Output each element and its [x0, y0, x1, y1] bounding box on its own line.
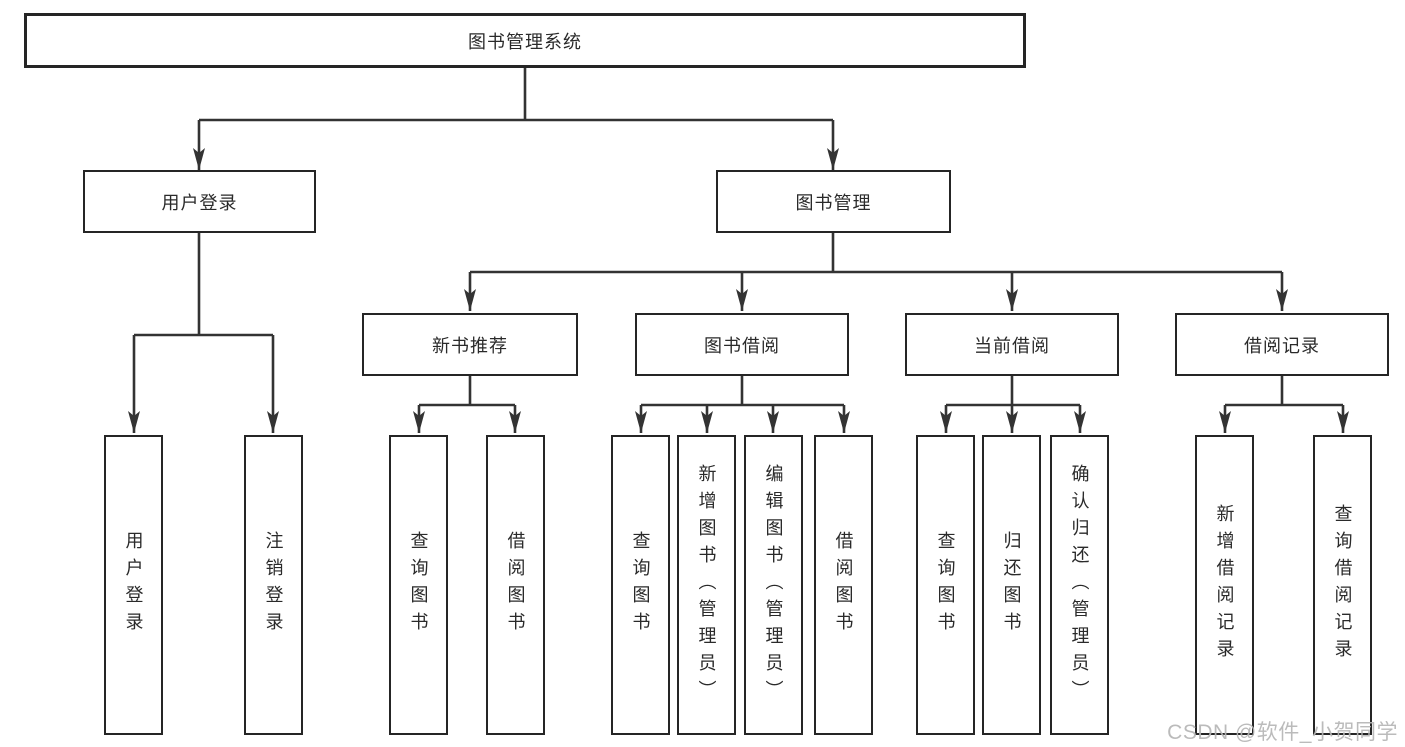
- node-book-borrow: 图书借阅: [635, 313, 849, 376]
- connector-root-to-level2: [193, 68, 839, 170]
- leaf-borrow-books: 借阅图书: [814, 435, 873, 735]
- leaf-logout: 注销登录: [244, 435, 303, 735]
- leaf-return-book-label: 归还图书: [1001, 531, 1022, 639]
- leaf-borrow-books-recommend-label: 借阅图书: [505, 531, 526, 639]
- leaf-user-login: 用户登录: [104, 435, 163, 735]
- leaf-return-book: 归还图书: [982, 435, 1041, 735]
- leaf-add-book-admin: 新增图书（管理员）: [677, 435, 736, 735]
- leaf-query-books-recommend-label: 查询图书: [408, 531, 429, 639]
- leaf-query-borrow-record-label: 查询借阅记录: [1332, 504, 1353, 666]
- connector-book-management-children: [464, 233, 1288, 311]
- leaf-borrow-books-recommend: 借阅图书: [486, 435, 545, 735]
- leaf-add-borrow-record: 新增借阅记录: [1195, 435, 1254, 735]
- node-current-borrow: 当前借阅: [905, 313, 1119, 376]
- leaf-borrow-books-label: 借阅图书: [833, 531, 854, 639]
- node-root-library-management-system: 图书管理系统: [24, 13, 1026, 68]
- leaf-query-books-recommend: 查询图书: [389, 435, 448, 735]
- connector-book-borrow-children: [635, 376, 850, 433]
- leaf-confirm-return-admin: 确认归还（管理员）: [1050, 435, 1109, 735]
- leaf-add-borrow-record-label: 新增借阅记录: [1214, 504, 1235, 666]
- leaf-logout-label: 注销登录: [263, 531, 284, 639]
- leaf-add-book-admin-label: 新增图书（管理员）: [696, 463, 717, 707]
- leaf-edit-book-admin-label: 编辑图书（管理员）: [763, 463, 784, 707]
- leaf-confirm-return-admin-label: 确认归还（管理员）: [1069, 463, 1090, 707]
- leaf-user-login-label: 用户登录: [123, 531, 144, 639]
- connector-borrow-record-children: [1219, 376, 1349, 433]
- leaf-query-books-current: 查询图书: [916, 435, 975, 735]
- connector-current-borrow-children: [940, 376, 1086, 433]
- leaf-query-borrow-record: 查询借阅记录: [1313, 435, 1372, 735]
- node-new-book-recommend: 新书推荐: [362, 313, 578, 376]
- leaf-query-books-current-label: 查询图书: [935, 531, 956, 639]
- leaf-edit-book-admin: 编辑图书（管理员）: [744, 435, 803, 735]
- csdn-watermark: CSDN @软件_小贺同学: [1167, 721, 1398, 744]
- node-user-login: 用户登录: [83, 170, 316, 233]
- leaf-query-books-borrow: 查询图书: [611, 435, 670, 735]
- connector-new-book-children: [413, 376, 521, 433]
- connector-user-login-children: [128, 233, 279, 433]
- node-book-management: 图书管理: [716, 170, 951, 233]
- leaf-query-books-borrow-label: 查询图书: [630, 531, 651, 639]
- node-borrow-records: 借阅记录: [1175, 313, 1389, 376]
